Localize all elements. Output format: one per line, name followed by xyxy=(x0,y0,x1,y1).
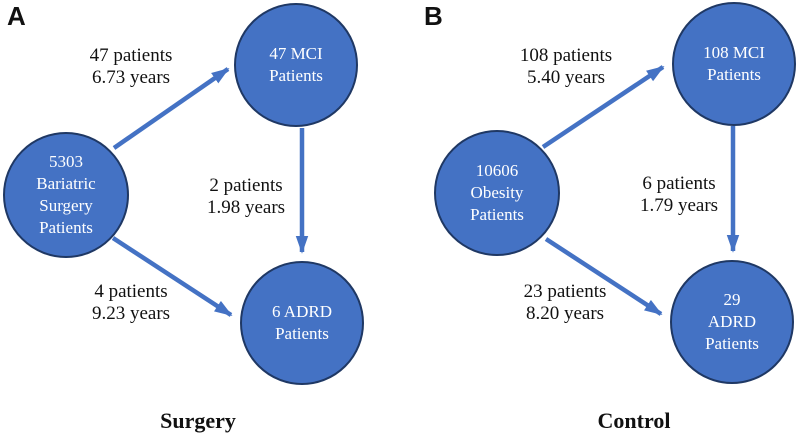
node-control-mci-circle: 108 MCI Patients xyxy=(672,2,796,126)
node-surgery-mci-circle: 47 MCI Patients xyxy=(234,3,358,127)
caption-surgery: Surgery xyxy=(160,408,236,433)
arrow-surgery-source-to-mci xyxy=(112,67,230,150)
node-surgery-source-circle: 5303 Bariatric Surgery Patients xyxy=(3,132,129,258)
arrow-surgery-source-to-adrd xyxy=(111,236,233,317)
edge-label-control-source-to-adrd: 23 patients 8.20 years xyxy=(523,281,607,324)
edge-label-control-source-to-mci: 108 patients 5.40 years xyxy=(519,45,613,88)
arrow-control-source-to-mci xyxy=(541,65,665,149)
edge-label-surgery-source-to-mci: 47 patients 6.73 years xyxy=(89,45,173,88)
edge-label-surgery-source-to-adrd: 4 patients 9.23 years xyxy=(91,281,171,324)
node-surgery-adrd-circle: 6 ADRD Patients xyxy=(240,261,364,385)
edge-label-surgery-mci-to-adrd: 2 patients 1.98 years xyxy=(206,175,286,218)
panel-a-letter: A xyxy=(7,1,26,31)
caption-control: Control xyxy=(597,408,671,433)
node-control-adrd-circle: 29 ADRD Patients xyxy=(670,260,794,384)
edge-label-control-mci-to-adrd: 6 patients 1.79 years xyxy=(639,173,719,216)
panel-b-letter: B xyxy=(424,1,443,31)
node-control-source-circle: 10606 Obesity Patients xyxy=(434,130,560,256)
arrow-control-source-to-adrd xyxy=(544,237,663,316)
